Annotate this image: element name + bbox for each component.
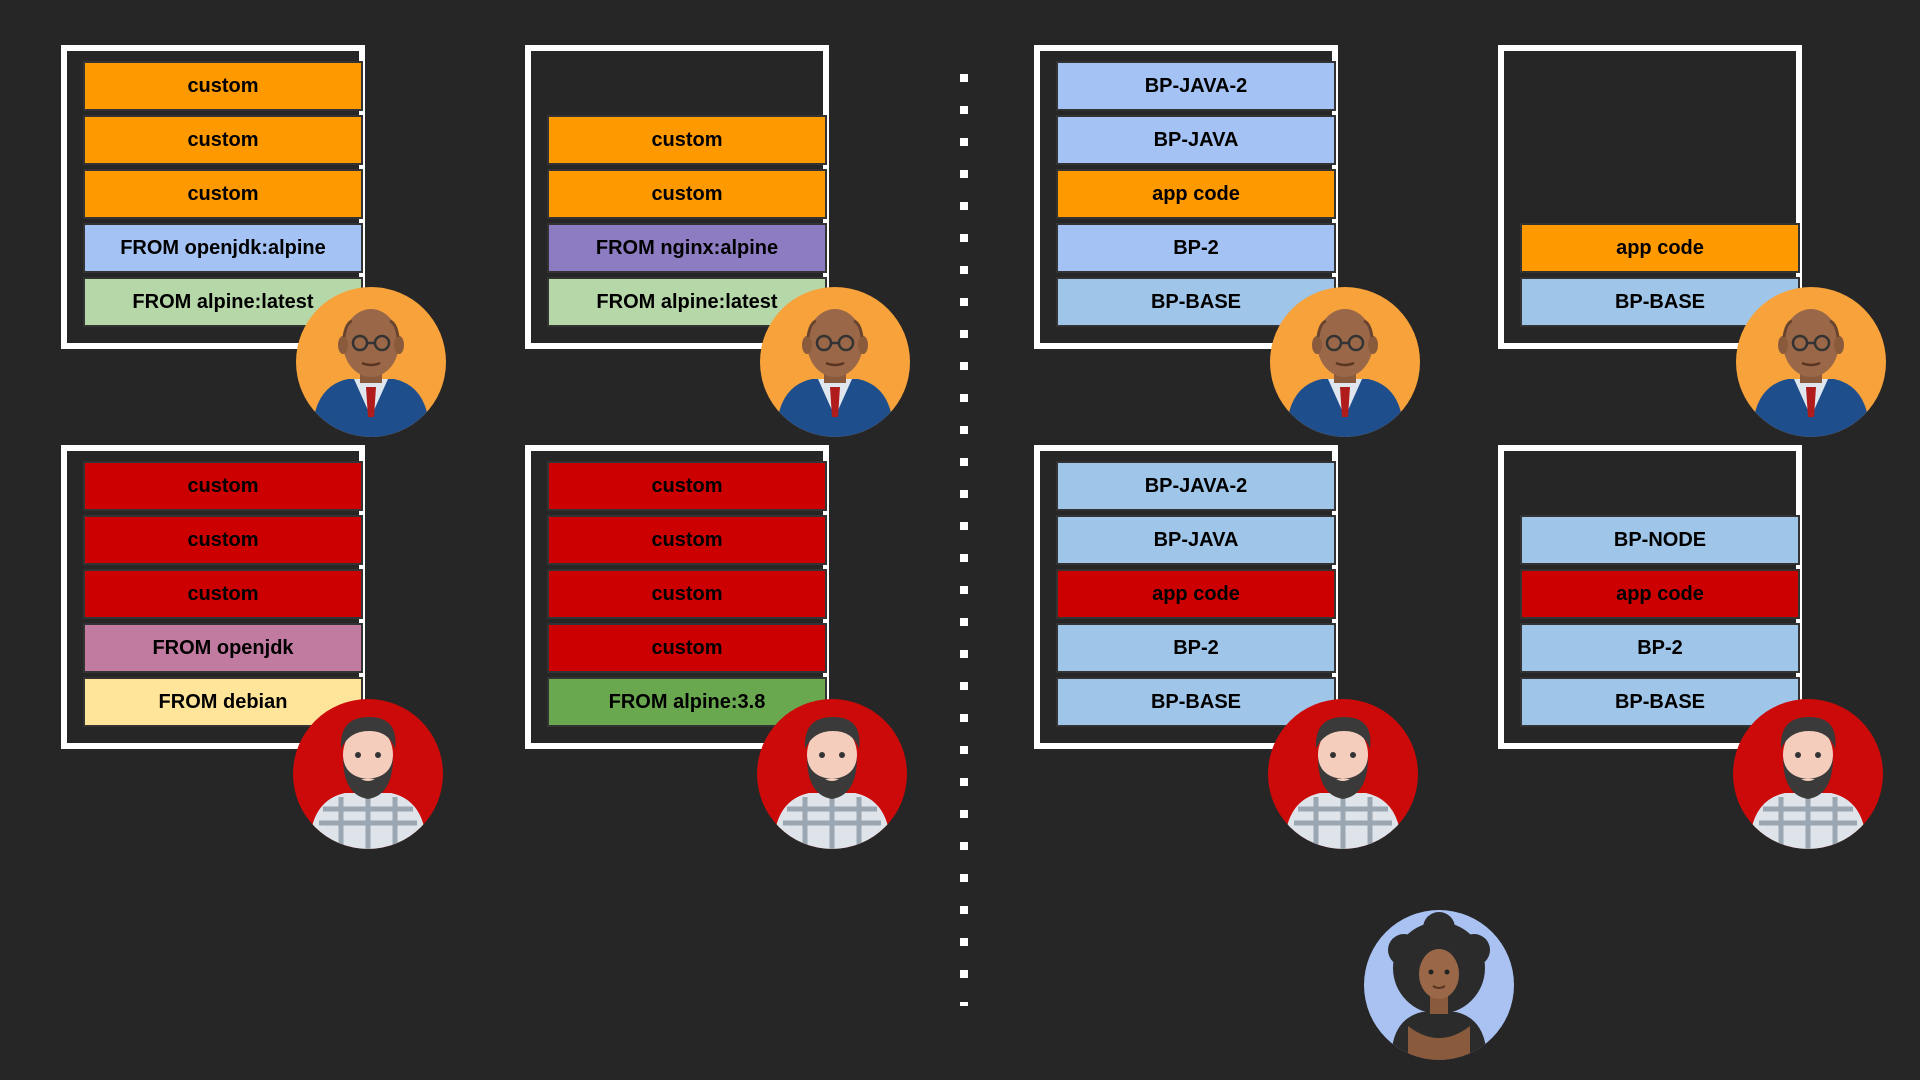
layer-bar: app code: [1056, 169, 1336, 219]
layer-bar: BP-BASE: [1520, 677, 1800, 727]
layer-bar: BP-JAVA: [1056, 515, 1336, 565]
layer-bar: custom: [547, 623, 827, 673]
dotted-divider: [960, 74, 968, 1006]
bearded-man-icon: [1268, 699, 1418, 849]
layer-bar: custom: [83, 515, 363, 565]
layer-bar: FROM openjdk: [83, 623, 363, 673]
bald-man-glasses-icon: [1736, 287, 1886, 437]
layer-bar: BP-NODE: [1520, 515, 1800, 565]
layer-bar: custom: [83, 461, 363, 511]
layer-bar: app code: [1056, 569, 1336, 619]
bald-man-glasses-icon: [296, 287, 446, 437]
layer-bar: BP-JAVA-2: [1056, 61, 1336, 111]
bearded-man-icon: [293, 699, 443, 849]
layer-bar: custom: [547, 115, 827, 165]
layer-bar: custom: [547, 461, 827, 511]
layer-bar: custom: [547, 569, 827, 619]
layer-bar: app code: [1520, 569, 1800, 619]
layer-bar: BP-2: [1056, 223, 1336, 273]
layer-bar: custom: [83, 169, 363, 219]
layer-bar: BP-JAVA-2: [1056, 461, 1336, 511]
layer-bar: BP-2: [1056, 623, 1336, 673]
layer-bar: FROM openjdk:alpine: [83, 223, 363, 273]
layer-bar: BP-BASE: [1056, 677, 1336, 727]
layer-bar: custom: [547, 169, 827, 219]
layer-bar: FROM alpine:latest: [83, 277, 363, 327]
layer-bar: app code: [1520, 223, 1800, 273]
layer-bar: custom: [83, 115, 363, 165]
layer-bar: BP-JAVA: [1056, 115, 1336, 165]
layer-bar: FROM nginx:alpine: [547, 223, 827, 273]
bald-man-glasses-icon: [1270, 287, 1420, 437]
layer-bar: BP-2: [1520, 623, 1800, 673]
woman-afro-icon: [1364, 910, 1514, 1060]
layer-bar: custom: [83, 569, 363, 619]
bald-man-glasses-icon: [760, 287, 910, 437]
bearded-man-icon: [757, 699, 907, 849]
layer-bar: custom: [83, 61, 363, 111]
bearded-man-icon: [1733, 699, 1883, 849]
layer-bar: custom: [547, 515, 827, 565]
